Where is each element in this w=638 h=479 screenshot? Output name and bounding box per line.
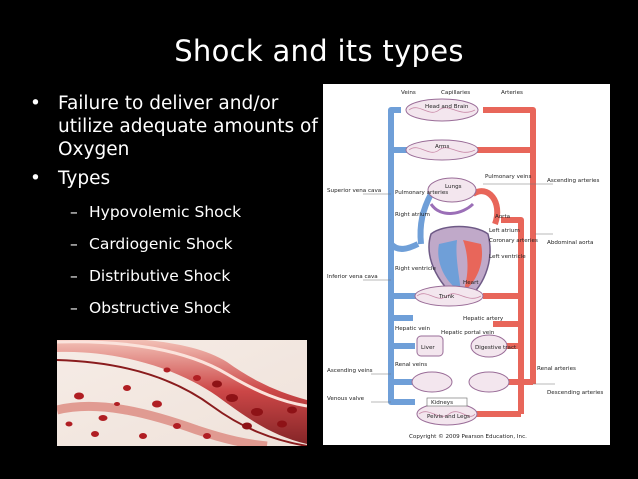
label-coronary-arteries: Coronary arteries	[489, 238, 538, 244]
label-pulmonary-arteries: Pulmonary arteries	[395, 190, 448, 196]
slide-title: Shock and its types	[174, 34, 464, 68]
label-ascending-veins: Ascending veins	[327, 368, 373, 374]
sub-bullet-dash: –	[70, 203, 78, 221]
bullet-text: Failure to deliver and/or utilize adequa…	[58, 93, 318, 160]
sub-bullet-text: Distributive Shock	[89, 267, 231, 285]
label-venous-valve: Venous valve	[327, 396, 365, 402]
label-superior-vena-cava: Superior vena cava	[327, 188, 381, 194]
label-renal-veins: Renal veins	[395, 362, 427, 368]
bullet-types: • Types	[30, 167, 320, 190]
label-arms: Arms	[435, 144, 449, 150]
label-lungs: Lungs	[445, 184, 462, 190]
bullet-dot: •	[30, 168, 41, 189]
label-veins: Veins	[401, 90, 416, 96]
sub-bullet-hypovolemic: – Hypovolemic Shock	[30, 202, 320, 222]
label-hepatic-vein: Hepatic vein	[395, 326, 431, 332]
sub-bullet-dash: –	[70, 299, 78, 317]
sub-bullet-dash: –	[70, 235, 78, 253]
label-renal-arteries: Renal arteries	[537, 366, 576, 372]
label-kidneys: Kidneys	[431, 400, 453, 406]
label-left-ventricle: Left ventricle	[489, 254, 526, 260]
label-pelvis-legs: Pelvis and Legs	[427, 414, 470, 420]
copyright-text: Copyright © 2009 Pearson Education, Inc.	[409, 433, 527, 440]
label-arteries: Arteries	[501, 90, 523, 96]
label-head-brain: Head and Brain	[425, 104, 469, 110]
bullet-list: • Failure to deliver and/or utilize adeq…	[30, 92, 320, 318]
circulatory-system-diagram: Veins Capillaries Arteries Head and Brai…	[323, 84, 610, 445]
blood-vessel-illustration	[57, 340, 307, 446]
label-hepatic-portal-vein: Hepatic portal vein	[441, 330, 495, 336]
sub-bullet-text: Cardiogenic Shock	[89, 235, 233, 253]
sub-bullet-cardiogenic: – Cardiogenic Shock	[30, 234, 320, 254]
sub-bullet-dash: –	[70, 267, 78, 285]
sub-bullet-text: Hypovolemic Shock	[89, 203, 242, 221]
label-heart: Heart	[463, 280, 479, 286]
sub-bullet-text: Obstructive Shock	[89, 299, 231, 317]
label-inferior-vena-cava: Inferior vena cava	[327, 274, 378, 280]
label-capillaries: Capillaries	[441, 90, 470, 96]
label-trunk: Trunk	[438, 294, 455, 300]
label-right-ventricle: Right ventricle	[395, 266, 436, 272]
label-ascending-arteries: Ascending arteries	[547, 178, 599, 184]
label-aorta: Aorta	[495, 214, 510, 220]
label-pulmonary-veins: Pulmonary veins	[485, 174, 531, 180]
label-abdominal-aorta: Abdominal aorta	[547, 240, 593, 246]
label-liver: Liver	[421, 345, 435, 351]
sub-bullet-obstructive: – Obstructive Shock	[30, 298, 320, 318]
bullet-definition: • Failure to deliver and/or utilize adeq…	[30, 92, 320, 161]
label-left-atrium: Left atrium	[489, 228, 520, 234]
label-right-atrium: Right atrium	[395, 212, 430, 218]
bullet-text: Types	[58, 168, 111, 189]
label-digestive-tract: Digestive tract	[475, 345, 517, 351]
sub-bullet-distributive: – Distributive Shock	[30, 266, 320, 286]
bullet-dot: •	[30, 93, 41, 114]
label-descending-arteries: Descending arteries	[547, 390, 603, 396]
label-hepatic-artery: Hepatic artery	[463, 316, 504, 322]
